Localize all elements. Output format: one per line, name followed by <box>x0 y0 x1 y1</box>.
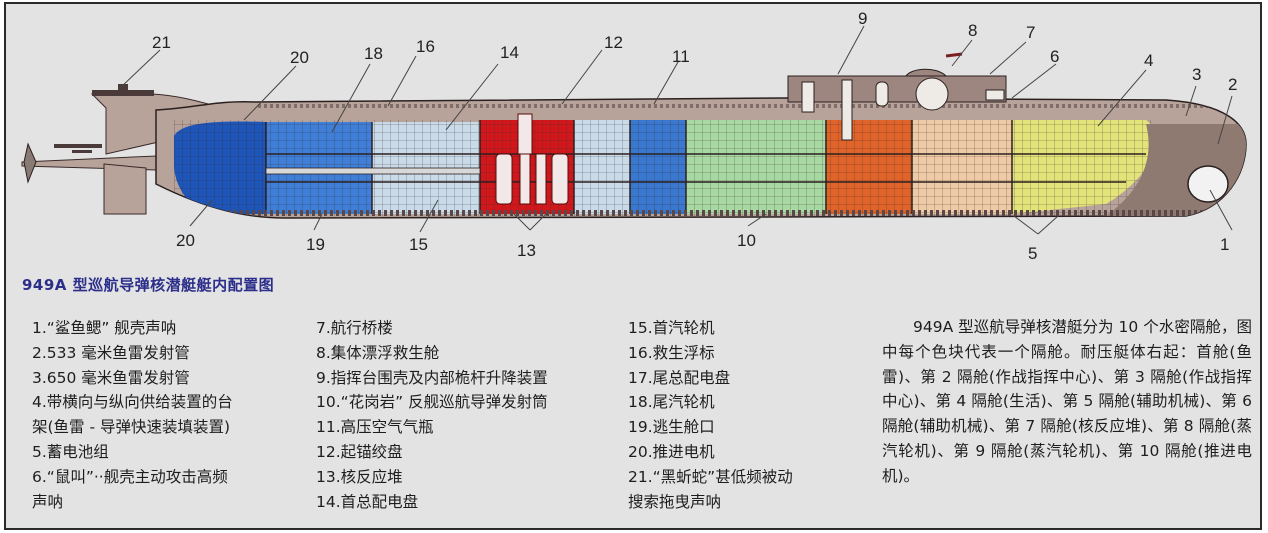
callout-3: 3 <box>1192 65 1202 84</box>
callout-14: 14 <box>500 43 519 62</box>
legend-item: 20.推进电机 <box>628 442 715 461</box>
figure-frame: 21 20 18 16 14 12 11 9 8 7 6 4 3 2 1 5 1… <box>4 2 1262 530</box>
figure-title: 949A 型巡航导弹核潜艇艇内配置图 <box>22 276 275 294</box>
callout-20: 20 <box>176 231 195 250</box>
legend-item: 16.救生浮标 <box>628 343 715 362</box>
callout-10: 10 <box>737 231 756 250</box>
legend-item: 搜索拖曳声呐 <box>628 492 722 511</box>
legend-item: 21.“黑蚚蛇”甚低频被动 <box>628 467 793 486</box>
callout-6: 6 <box>1050 47 1060 66</box>
callout-9: 9 <box>858 9 868 28</box>
legend-item: 13.核反应堆 <box>316 467 403 486</box>
legend-item: 15.首汽轮机 <box>628 319 715 337</box>
legend-item: 5.蓄电池组 <box>32 442 109 461</box>
submarine-drawing <box>21 25 1247 235</box>
callout-16: 16 <box>416 37 435 56</box>
callout-13: 13 <box>517 241 536 260</box>
legend-item: 9.指挥台围壳及内部桅杆升降装置 <box>316 368 548 387</box>
legend-item: 3.650 毫米鱼雷发射管 <box>32 368 190 387</box>
legend-item: 声呐 <box>32 492 64 511</box>
callout-12: 12 <box>604 33 623 52</box>
callout-21: 21 <box>152 33 171 52</box>
callout-17: 18 <box>364 44 383 63</box>
legend-item: 4.带横向与纵向供给装置的台 <box>32 393 233 412</box>
callout-19: 20 <box>290 48 309 67</box>
legend-item: 6.“鼠叫”··舰壳主动攻击高频 <box>32 467 228 486</box>
callout-18: 19 <box>306 235 325 254</box>
callout-5: 5 <box>1028 244 1038 263</box>
legend-item: 7.航行桥楼 <box>316 319 393 337</box>
legend-column-1: 1.“鲨鱼鳃” 舰壳声呐 2.533 毫米鱼雷发射管 3.650 毫米鱼雷发射管… <box>32 316 233 514</box>
callout-11: 11 <box>672 47 690 66</box>
legend-item: 12.起锚绞盘 <box>316 442 403 461</box>
propeller-icon <box>23 142 37 184</box>
callout-15: 15 <box>409 235 428 254</box>
legend-item: 17.尾总配电盘 <box>628 368 731 387</box>
bow-sonar-dome <box>1187 165 1229 203</box>
legend-item: 14.首总配电盘 <box>316 492 419 511</box>
callout-8: 8 <box>968 21 978 40</box>
legend-item: 架(鱼雷 - 导弹快速装填装置) <box>32 418 231 437</box>
flag-mark <box>945 52 963 58</box>
legend-column-3: 15.首汽轮机 16.救生浮标 17.尾总配电盘 18.尾汽轮机 19.逃生舱口… <box>628 316 793 514</box>
callout-2: 2 <box>1228 75 1238 94</box>
legend-column-2: 7.航行桥楼 8.集体漂浮救生舱 9.指挥台围壳及内部桅杆升降装置 10.“花岗… <box>316 316 548 514</box>
legend-item: 19.逃生舱口 <box>628 418 715 437</box>
callout-7: 7 <box>1026 23 1036 42</box>
legend-item: 11.高压空气气瓶 <box>316 418 434 437</box>
legend-item: 2.533 毫米鱼雷发射管 <box>32 343 190 362</box>
legend-item: 10.“花岗岩” 反舰巡航导弹发射筒 <box>316 393 548 412</box>
legend-item: 1.“鲨鱼鳃” 舰壳声呐 <box>32 319 177 337</box>
submarine-cutaway-diagram: 21 20 18 16 14 12 11 9 8 7 6 4 3 2 1 5 1… <box>6 4 1260 266</box>
legend-item: 18.尾汽轮机 <box>628 393 715 412</box>
description-paragraph: 949A 型巡航导弹核潜艇分为 10 个水密隔舱，图中每个色块代表一个隔舱。耐压… <box>882 318 1252 485</box>
legend-item: 8.集体漂浮救生舱 <box>316 343 440 362</box>
callout-1: 1 <box>1220 235 1230 254</box>
callout-4: 4 <box>1144 51 1154 70</box>
